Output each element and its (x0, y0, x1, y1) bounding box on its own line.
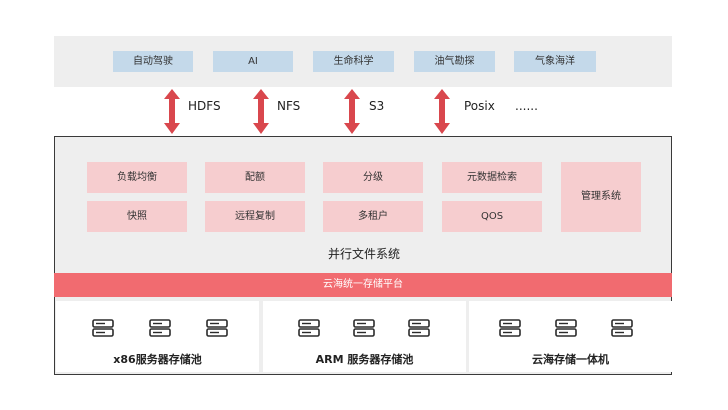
pool-label-arm: ARM 服务器存储池 (315, 353, 414, 366)
server-icon (92, 319, 114, 337)
server-icon (149, 319, 171, 337)
applications-bar: 自动驾驶 AI 生命科学 油气勘探 气象海洋 (54, 36, 672, 87)
server-icon (499, 319, 521, 337)
server-icon (206, 319, 228, 337)
feature-metadata-search: 元数据检索 (442, 162, 542, 193)
feature-load-balancing: 负载均衡 (87, 162, 187, 193)
protocol-more: ...... (515, 99, 538, 113)
unified-storage-platform: 云海统一存储平台 (54, 273, 672, 297)
feature-qos: QOS (442, 201, 542, 232)
storage-pool-x86: x86服务器存储池 (56, 301, 259, 372)
feature-management-system: 管理系统 (561, 162, 641, 232)
protocol-posix: Posix (464, 99, 495, 113)
server-icon (353, 319, 375, 337)
server-icon (298, 319, 320, 337)
protocol-s3: S3 (369, 99, 385, 113)
server-icon (611, 319, 633, 337)
feature-remote-replication: 远程复制 (205, 201, 305, 232)
double-arrow-icon (164, 89, 180, 134)
app-chip-autonomous-driving: 自动驾驶 (113, 51, 193, 72)
double-arrow-icon (253, 89, 269, 134)
storage-pool-appliance: 云海存储一体机 (469, 301, 672, 372)
feature-tiering: 分级 (323, 162, 423, 193)
double-arrow-icon (434, 89, 450, 134)
server-icon (555, 319, 577, 337)
protocol-hdfs: HDFS (188, 99, 221, 113)
parallel-fs-title: 并行文件系统 (327, 247, 400, 261)
double-arrow-icon (344, 89, 360, 134)
server-icon (408, 319, 430, 337)
app-chip-ai: AI (213, 51, 293, 72)
storage-pool-arm: ARM 服务器存储池 (263, 301, 466, 372)
pool-label-x86: x86服务器存储池 (113, 353, 202, 366)
feature-multi-tenant: 多租户 (323, 201, 423, 232)
feature-snapshot: 快照 (87, 201, 187, 232)
app-chip-life-science: 生命科学 (313, 51, 394, 72)
pool-label-appliance: 云海存储一体机 (532, 353, 609, 366)
protocol-nfs: NFS (277, 99, 301, 113)
feature-quota: 配额 (205, 162, 305, 193)
app-chip-oil-gas: 油气勘探 (414, 51, 495, 72)
app-chip-meteorology: 气象海洋 (514, 51, 596, 72)
